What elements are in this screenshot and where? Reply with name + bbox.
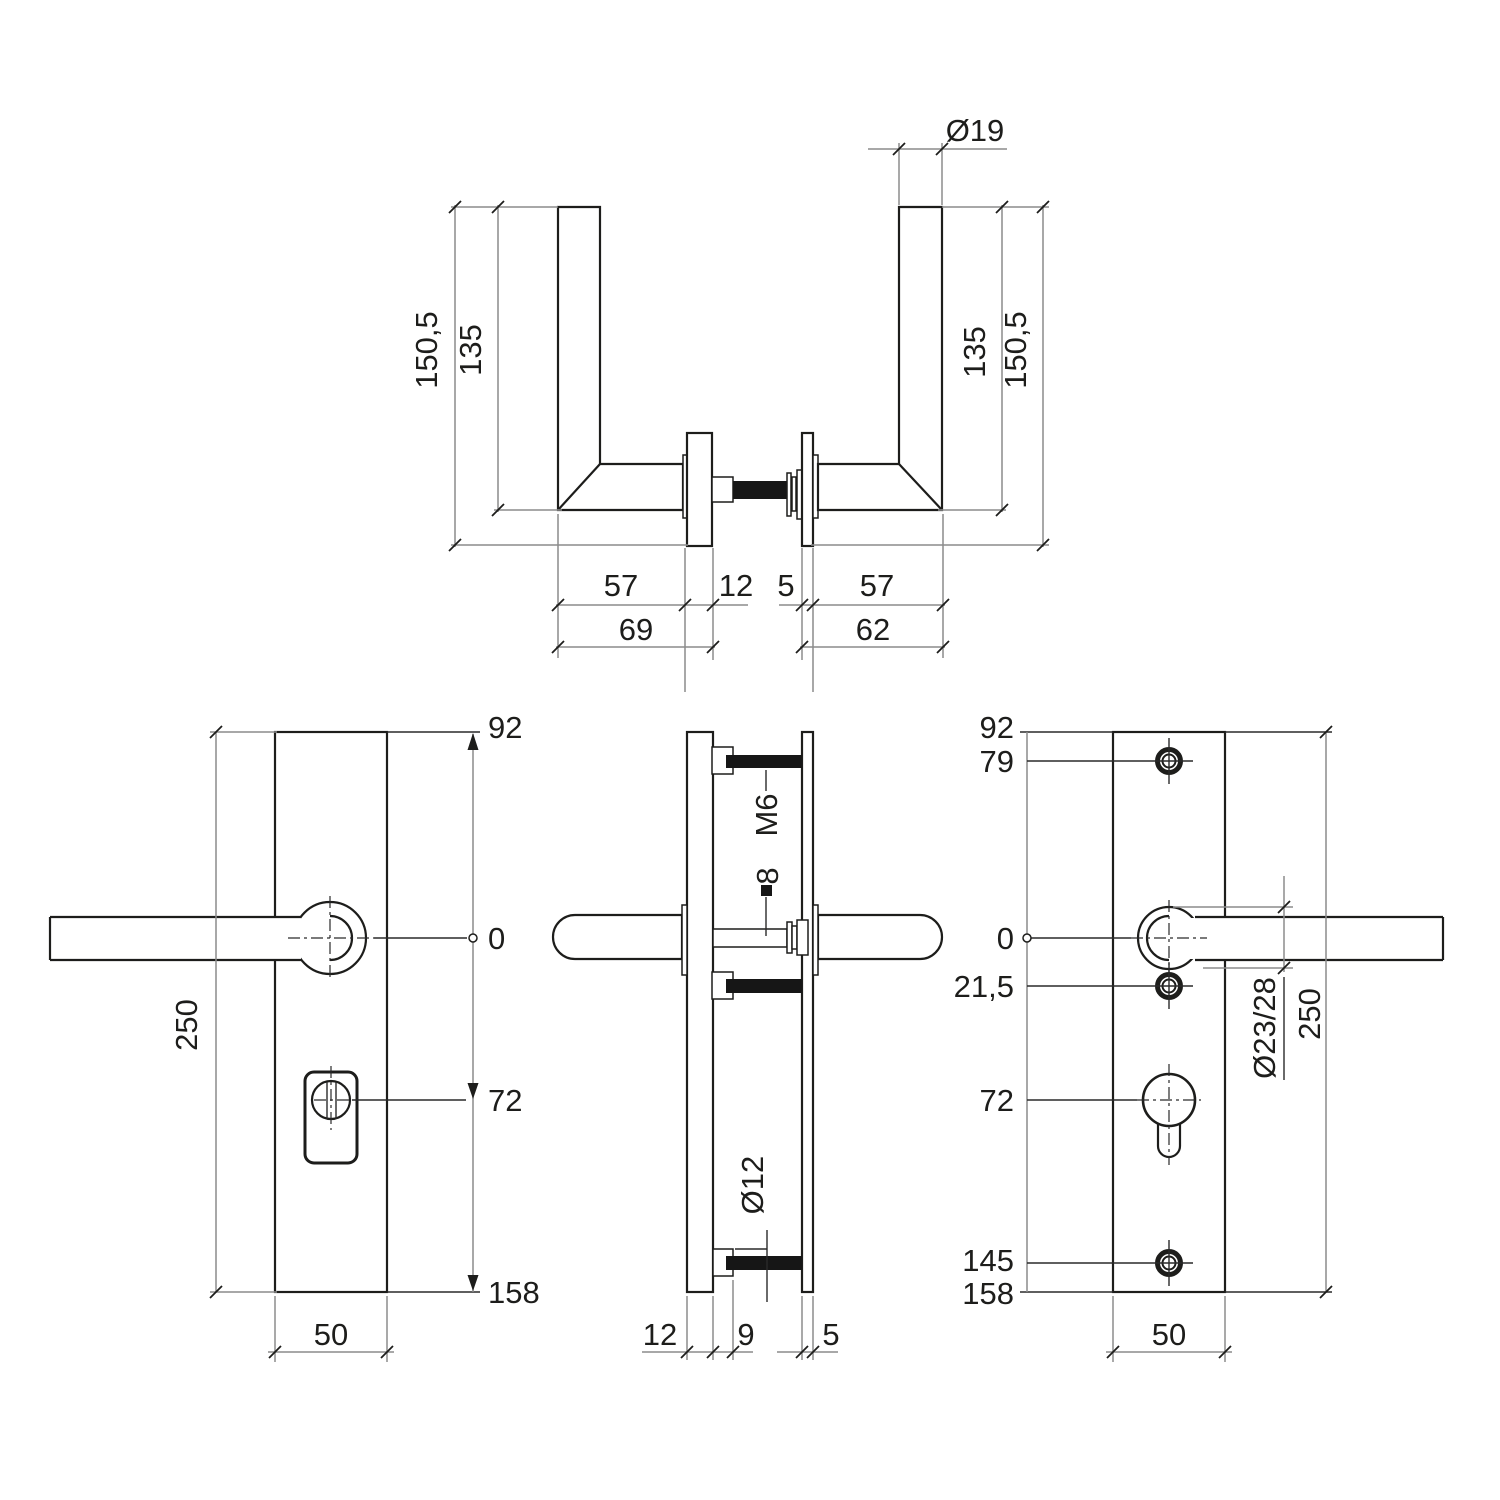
bolt-middle <box>711 971 802 1000</box>
dim-label-145-right: 145 <box>962 1243 1014 1278</box>
dim-label-left-grip: 135 <box>453 324 488 376</box>
backplate-outside <box>273 730 389 1294</box>
bolt-top <box>711 746 802 775</box>
dim-left-plate-height: 250 <box>169 725 277 1299</box>
dim-right-plate-height: 250 <box>1225 725 1333 1299</box>
lever-section-left <box>551 913 684 961</box>
dim-label-158-left: 158 <box>488 1275 540 1310</box>
square-spindle-symbol <box>761 885 772 896</box>
backplate-inside <box>1111 730 1227 1294</box>
left-rosette-section <box>685 431 714 548</box>
screw-middle <box>1145 963 1193 1009</box>
left-lever-plan <box>556 205 734 548</box>
dim-label-50-right: 50 <box>1152 1317 1186 1352</box>
dim-right-plate-ordinates: 92 79 0 21,5 72 145 158 <box>954 710 1145 1311</box>
dim-label-thickness-5: 5 <box>822 1317 839 1352</box>
dim-left-plate-width: 50 <box>268 1296 394 1362</box>
dim-right-plate-width: 50 <box>1106 1296 1232 1362</box>
top-view: Ø19 <box>409 113 1050 692</box>
dim-label-158-right: 158 <box>962 1276 1014 1311</box>
dim-label-72-right: 72 <box>980 1083 1014 1118</box>
dim-handle-diameter: Ø19 <box>868 113 1007 205</box>
dim-label-bolt-head-9: 9 <box>737 1317 754 1352</box>
side-view-labels: M6 8 Ø12 <box>735 770 785 1302</box>
dim-label-right-depth: 62 <box>856 612 890 647</box>
dim-label-left-depth: 69 <box>619 612 653 647</box>
dim-rosette-diameter: Ø23/28 <box>1173 876 1293 1080</box>
dim-side-view-thicknesses: 12 9 5 <box>642 1280 840 1360</box>
side-view: M6 8 Ø12 12 9 5 <box>551 730 944 1360</box>
label-spindle-size: 8 <box>750 867 785 884</box>
dim-label-right-grip-width: 57 <box>860 568 894 603</box>
dim-label-50-left: 50 <box>314 1317 348 1352</box>
dim-label-right-total: 150,5 <box>998 311 1033 389</box>
dim-left-plate-ordinates: 92 0 72 158 <box>352 710 540 1310</box>
threaded-spindle <box>733 481 789 499</box>
screw-bottom <box>1145 1240 1193 1286</box>
bolt-bottom <box>712 1248 802 1277</box>
dim-label-rose-right: 5 <box>777 568 794 603</box>
dim-label-92-right: 92 <box>980 710 1014 745</box>
dim-label-rose-left: 12 <box>719 568 753 603</box>
front-view-right: 92 79 0 21,5 72 145 158 Ø23/28 250 <box>954 710 1445 1362</box>
dim-label-rosette-diameter: Ø23/28 <box>1247 977 1282 1079</box>
label-bolt-head-diameter: Ø12 <box>735 1156 770 1215</box>
right-rosette-section <box>800 431 815 548</box>
front-view-left: 92 0 72 158 250 50 <box>48 710 540 1362</box>
dim-label-72-left: 72 <box>488 1083 522 1118</box>
right-lever-plan <box>800 205 944 548</box>
label-bolt-thread: M6 <box>749 793 784 836</box>
euro-cylinder-hole <box>1137 1064 1201 1165</box>
dim-top-view-widths: 57 12 5 57 69 62 <box>551 514 950 692</box>
dim-label-left-total: 150,5 <box>409 311 444 389</box>
dim-label-right-grip: 135 <box>957 326 992 378</box>
plate-section-right <box>800 730 815 1294</box>
dim-label-left-grip-width: 57 <box>604 568 638 603</box>
spindle-section <box>712 919 809 956</box>
screw-top <box>1145 738 1193 784</box>
spindle-assembly <box>733 469 804 520</box>
dim-label-250-right: 250 <box>1292 988 1327 1040</box>
dim-label-21-5-right: 21,5 <box>954 969 1014 1004</box>
dim-label-handle-diameter: Ø19 <box>946 113 1005 148</box>
dim-label-250-left: 250 <box>169 999 204 1051</box>
dim-label-0-left: 0 <box>488 921 505 956</box>
left-lever-neck <box>711 476 734 503</box>
dim-label-79-right: 79 <box>980 744 1014 779</box>
lever-section-right <box>816 913 944 961</box>
dim-left-lengths: 150,5 135 <box>409 200 688 552</box>
cylinder-guard <box>303 1066 359 1165</box>
dim-right-lengths: 135 150,5 <box>811 200 1050 552</box>
plate-section-left <box>685 730 715 1294</box>
dim-label-thickness-12: 12 <box>643 1317 677 1352</box>
dim-label-0-right: 0 <box>997 921 1014 956</box>
dim-label-92-left: 92 <box>488 710 522 745</box>
